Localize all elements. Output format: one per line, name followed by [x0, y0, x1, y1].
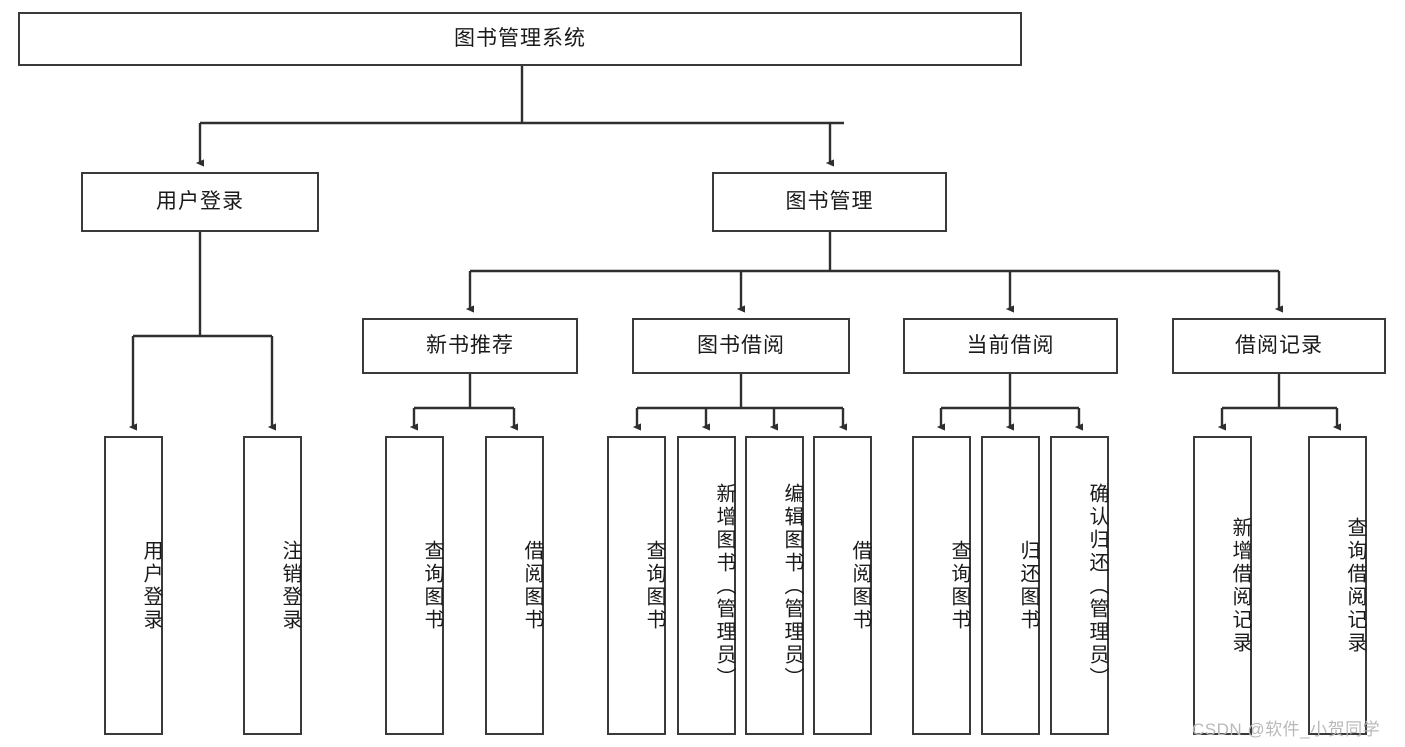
node-label: 编辑图书（管理员） — [781, 483, 803, 690]
leaf-user-login-signin[interactable]: 用户登录 — [104, 436, 163, 735]
node-label: 查询图书 — [421, 539, 443, 632]
node-label: 图书管理系统 — [454, 27, 586, 51]
node-label: 确认归还（管理员） — [1086, 483, 1108, 690]
node-borrow-record[interactable]: 借阅记录 — [1172, 318, 1386, 374]
leaf-borrow-record-add[interactable]: 新增借阅记录 — [1193, 436, 1252, 735]
leaf-book-borrow-add[interactable]: 新增图书（管理员） — [677, 436, 736, 735]
leaf-book-borrow-borrow[interactable]: 借阅图书 — [813, 436, 872, 735]
node-book-management[interactable]: 图书管理 — [712, 172, 947, 232]
node-label: 借阅图书 — [849, 539, 871, 632]
leaf-current-borrow-confirm-return[interactable]: 确认归还（管理员） — [1050, 436, 1109, 735]
node-label: 当前借阅 — [966, 334, 1055, 358]
leaf-current-borrow-return[interactable]: 归还图书 — [981, 436, 1040, 735]
leaf-book-borrow-query[interactable]: 查询图书 — [607, 436, 666, 735]
node-current-borrow[interactable]: 当前借阅 — [903, 318, 1118, 374]
node-label: 新书推荐 — [426, 334, 514, 358]
node-label: 新增借阅记录 — [1229, 516, 1251, 655]
node-label: 借阅记录 — [1235, 334, 1323, 358]
leaf-borrow-record-query[interactable]: 查询借阅记录 — [1308, 436, 1367, 735]
node-label: 用户登录 — [140, 539, 162, 632]
node-label: 图书管理 — [785, 190, 874, 214]
leaf-new-book-borrow[interactable]: 借阅图书 — [485, 436, 544, 735]
node-label: 查询图书 — [948, 539, 970, 632]
leaf-current-borrow-query[interactable]: 查询图书 — [912, 436, 971, 735]
node-label: 图书借阅 — [697, 334, 785, 358]
node-label: 借阅图书 — [521, 539, 543, 632]
leaf-book-borrow-edit[interactable]: 编辑图书（管理员） — [745, 436, 804, 735]
node-label: 注销登录 — [279, 539, 301, 632]
node-book-borrow[interactable]: 图书借阅 — [632, 318, 850, 374]
node-label: 用户登录 — [156, 190, 244, 214]
node-root-book-management-system[interactable]: 图书管理系统 — [18, 12, 1022, 66]
node-label: 归还图书 — [1017, 539, 1039, 632]
csdn-watermark: CSDN @软件_小贺同学 — [1192, 720, 1381, 739]
leaf-user-login-signout[interactable]: 注销登录 — [243, 436, 302, 735]
node-label: 新增图书（管理员） — [713, 483, 735, 690]
node-new-book-recommend[interactable]: 新书推荐 — [362, 318, 578, 374]
node-label: 查询图书 — [643, 539, 665, 632]
node-user-login[interactable]: 用户登录 — [81, 172, 319, 232]
leaf-new-book-query[interactable]: 查询图书 — [385, 436, 444, 735]
node-label: 查询借阅记录 — [1344, 516, 1366, 655]
